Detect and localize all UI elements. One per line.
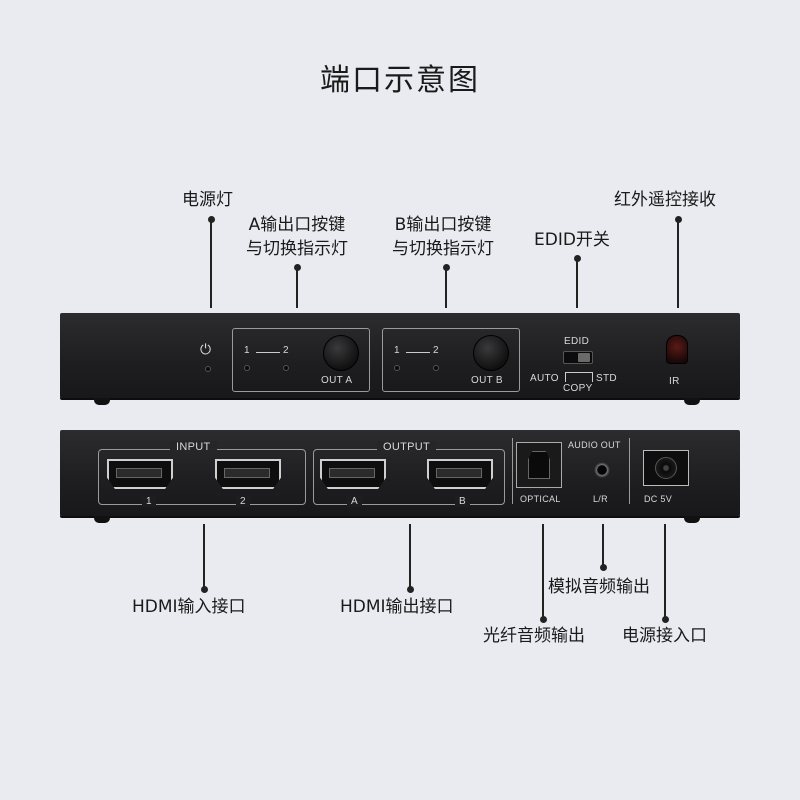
input-label: INPUT: [170, 441, 217, 453]
leader-dot: [201, 586, 208, 593]
callout-out-b-key-line2: 与切换指示灯: [392, 239, 494, 259]
out-a-label: OUT A: [321, 375, 353, 386]
leader-dot: [208, 216, 215, 223]
input-port-2-label: 2: [236, 496, 250, 507]
callout-edid-switch: EDID开关: [534, 230, 610, 250]
edid-std-label: STD: [596, 373, 617, 384]
out-b-num-1: 1: [394, 345, 400, 356]
leader-line: [203, 524, 205, 588]
out-b-led-2: [433, 365, 439, 371]
callout-out-b-key: B输出口按键 与切换指示灯: [378, 213, 508, 261]
callout-power-led: 电源灯: [182, 190, 233, 210]
device-foot: [94, 398, 110, 405]
dc-label: DC 5V: [644, 494, 673, 504]
out-a-dash: [256, 352, 280, 353]
edid-label: EDID: [564, 336, 590, 347]
output-port-a-label: A: [347, 496, 362, 507]
optical-port[interactable]: [516, 442, 562, 488]
input-port-1-label: 1: [142, 496, 156, 507]
edid-copy-label: COPY: [563, 383, 593, 394]
leader-line: [664, 524, 666, 618]
hdmi-output-a-port[interactable]: [320, 459, 386, 489]
edid-switch-knob[interactable]: [578, 353, 590, 362]
front-panel: ⏻ 1 2 OUT A 1 2 OUT B EDID AUTO STD COPY…: [60, 313, 740, 398]
leader-dot: [443, 264, 450, 271]
leader-line: [409, 524, 411, 588]
leader-line: [576, 259, 578, 308]
audio-out-label: AUDIO OUT: [568, 440, 621, 450]
output-port-b-label: B: [455, 496, 470, 507]
rear-panel: INPUT 1 2 OUTPUT A B AUDIO OUT OPTICAL L…: [60, 430, 740, 516]
hdmi-output-b-port[interactable]: [427, 459, 493, 489]
callout-out-a-key-line2: 与切换指示灯: [246, 239, 348, 259]
hdmi-input-1-port[interactable]: [107, 459, 173, 489]
out-b-label: OUT B: [471, 375, 503, 386]
leader-line: [602, 524, 604, 566]
page-title: 端口示意图: [320, 63, 480, 98]
leader-line: [445, 268, 447, 308]
leader-line: [210, 220, 212, 308]
leader-dot: [540, 616, 547, 623]
leader-dot: [662, 616, 669, 623]
out-a-group: 1 2 OUT A: [232, 328, 370, 392]
leader-dot: [600, 564, 607, 571]
out-b-num-2: 2: [433, 345, 439, 356]
power-icon: ⏻: [200, 341, 212, 357]
device-foot: [684, 398, 700, 405]
out-a-num-2: 2: [283, 345, 289, 356]
ir-window: [666, 335, 688, 364]
callout-optical-audio: 光纤音频输出: [483, 626, 585, 646]
dc-power-jack[interactable]: [643, 450, 689, 486]
out-a-led-2: [283, 365, 289, 371]
lr-audio-jack[interactable]: [594, 462, 610, 478]
leader-dot: [574, 255, 581, 262]
audio-bracket: [512, 438, 630, 504]
out-b-button[interactable]: [473, 335, 509, 371]
power-led: [205, 366, 211, 372]
out-b-led-1: [394, 365, 400, 371]
output-label: OUTPUT: [377, 441, 437, 453]
out-a-button[interactable]: [323, 335, 359, 371]
edid-auto-label: AUTO: [530, 373, 559, 384]
leader-line: [677, 220, 679, 308]
callout-out-a-key: A输出口按键 与切换指示灯: [232, 213, 362, 261]
leader-dot: [407, 586, 414, 593]
optical-label: OPTICAL: [520, 494, 561, 504]
hdmi-input-2-port[interactable]: [215, 459, 281, 489]
callout-hdmi-output: HDMI输出接口: [340, 597, 454, 617]
leader-dot: [675, 216, 682, 223]
out-a-num-1: 1: [244, 345, 250, 356]
leader-dot: [294, 264, 301, 271]
device-foot: [684, 516, 700, 523]
out-a-led-1: [244, 365, 250, 371]
ir-label: IR: [669, 376, 680, 387]
leader-line: [542, 524, 544, 618]
out-b-dash: [406, 352, 430, 353]
out-b-group: 1 2 OUT B: [382, 328, 520, 392]
callout-out-b-key-line1: B输出口按键: [394, 215, 492, 235]
device-foot: [94, 516, 110, 523]
callout-out-a-key-line1: A输出口按键: [248, 215, 346, 235]
callout-power-input: 电源接入口: [622, 626, 707, 646]
edid-switch[interactable]: [563, 351, 593, 364]
callout-hdmi-input: HDMI输入接口: [132, 597, 246, 617]
callout-analog-audio: 模拟音频输出: [548, 577, 650, 597]
lr-label: L/R: [593, 494, 608, 504]
callout-ir-receiver: 红外遥控接收: [614, 190, 716, 210]
edid-position-bracket: [565, 372, 593, 382]
leader-line: [296, 268, 298, 308]
